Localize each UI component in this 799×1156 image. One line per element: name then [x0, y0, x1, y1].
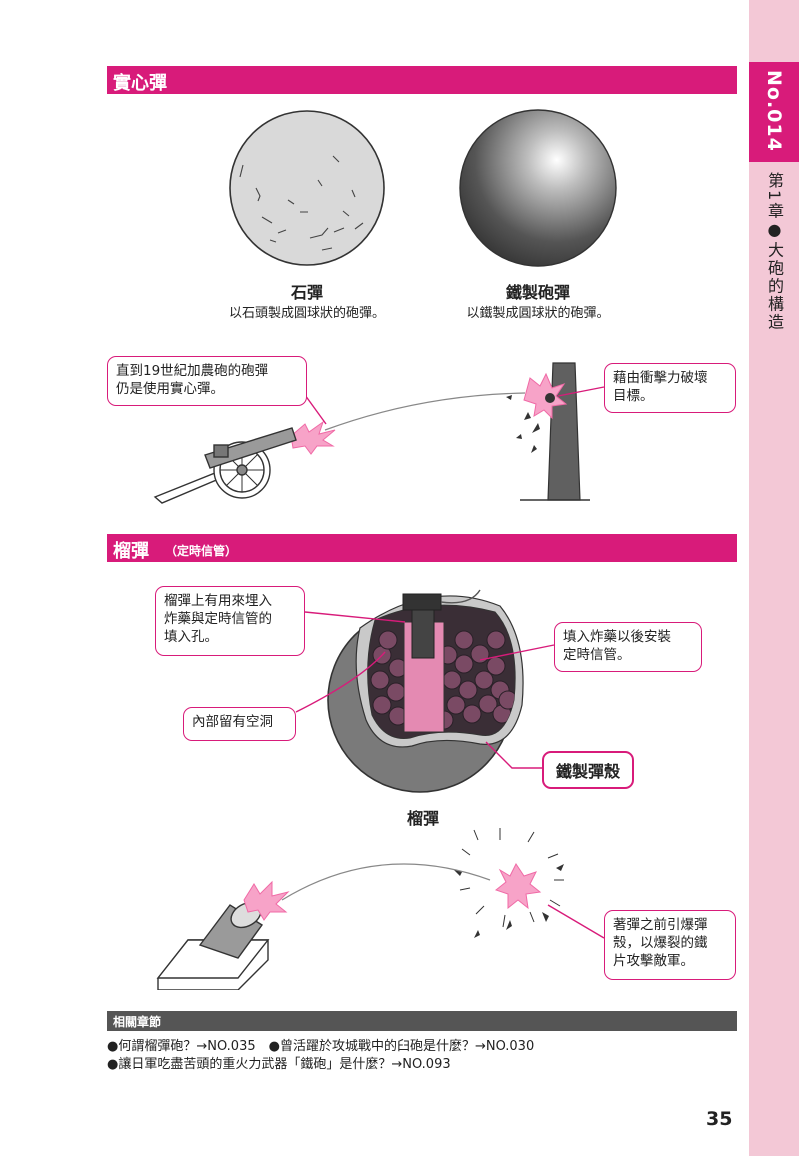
related-sections-header: 相關章節 [107, 1011, 737, 1031]
iron-shot-desc: 以鐵製成圓球狀的砲彈。 [466, 306, 610, 321]
callout-install-fuse: 填入炸藥以後安裝 定時信管。 [554, 622, 702, 672]
stone-ball-icon [229, 110, 385, 266]
related-sections-title: 相關章節 [113, 1015, 162, 1029]
mortar-icon [156, 901, 270, 990]
section-title: 實心彈 [113, 73, 167, 94]
entry-number: No.014 [763, 70, 785, 152]
side-tab [749, 0, 799, 1156]
callout-iron-casing: 鐵製彈殼 [542, 751, 635, 789]
section-header-shell: 榴彈 （定時信管） [107, 534, 737, 562]
callout-airburst: 著彈之前引爆彈 殼，以爆裂的鐵 片攻擊敵軍。 [604, 910, 736, 980]
callout-cavity-text: 內部留有空洞 [192, 714, 273, 730]
iron-ball-icon [459, 109, 617, 267]
burst-icon [454, 828, 564, 938]
cannon-icon [153, 427, 297, 504]
stone-shot-title: 石彈 [290, 283, 323, 302]
callout-iron-casing-text: 鐵製彈殼 [556, 762, 621, 781]
related-link-line-2[interactable]: ●讓日軍吃盡苦頭的重火力武器「鐵砲」是什麼？→NO.093 [107, 1057, 451, 1072]
callout-fill-hole-text: 榴彈上有用來埋入 炸藥與定時信管的 填入孔。 [164, 593, 272, 646]
callout-airburst-text: 著彈之前引爆彈 殼，以爆裂的鐵 片攻擊敵軍。 [613, 917, 708, 970]
solid-shot-illustration [153, 109, 617, 504]
callout-cannon-ammo-text: 直到19世紀加農砲的砲彈 仍是使用實心彈。 [116, 363, 269, 398]
stone-shot-desc: 以石頭製成圓球狀的砲彈。 [228, 306, 385, 321]
shell-caption: 榴彈 [406, 809, 439, 828]
section-subtitle: （定時信管） [165, 544, 238, 558]
trajectory-line [324, 392, 526, 431]
callout-cannon-ammo: 直到19世紀加農砲的砲彈 仍是使用實心彈。 [107, 356, 307, 406]
page-number: 35 [706, 1108, 733, 1130]
iron-shot-title: 鐵製砲彈 [505, 283, 570, 302]
target-tower-icon [506, 362, 590, 501]
callout-impact: 藉由衝擊力破壞 目標。 [604, 363, 736, 413]
entry-number-badge: No.014 [749, 62, 799, 162]
explosive-shell-illustration [156, 589, 605, 990]
muzzle-flash-icon [290, 420, 336, 455]
chapter-label-box: 第1章●大砲的構造 [751, 172, 797, 331]
callout-install-fuse-text: 填入炸藥以後安裝 定時信管。 [563, 629, 671, 664]
section-header-solid-shot: 實心彈 [107, 66, 737, 94]
time-fuse-icon [402, 589, 481, 659]
callout-cavity: 內部留有空洞 [183, 707, 296, 741]
related-link-line-1[interactable]: ●何謂榴彈砲？→NO.035 ●曾活躍於攻城戰中的臼砲是什麼？→NO.030 [107, 1039, 535, 1054]
chapter-label: 第1章●大砲的構造 [765, 172, 784, 332]
callout-fill-hole: 榴彈上有用來埋入 炸藥與定時信管的 填入孔。 [155, 586, 305, 656]
callout-impact-text: 藉由衝擊力破壞 目標。 [613, 370, 708, 405]
section-title: 榴彈 [113, 541, 149, 562]
